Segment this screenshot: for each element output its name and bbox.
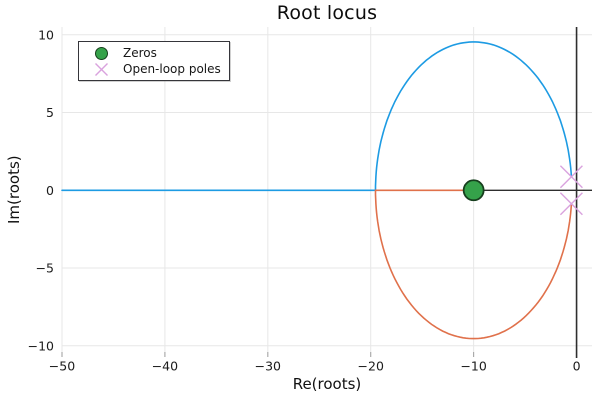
svg-text:−40: −40	[152, 359, 178, 374]
legend-item-zeros: Zeros	[79, 45, 221, 61]
svg-text:10: 10	[38, 27, 54, 42]
zero-markers	[462, 179, 485, 202]
x-tick-labels: −50 −40 −30 −20 −10 0	[49, 359, 581, 374]
svg-text:−20: −20	[358, 359, 384, 374]
svg-text:−10: −10	[28, 338, 54, 353]
locus-branch-upper-to-infinity	[61, 41, 573, 192]
svg-text:−10: −10	[460, 359, 486, 374]
x-axis-label: Re(roots)	[292, 375, 362, 393]
chart-title: Root locus	[276, 2, 378, 24]
locus-branches	[61, 41, 573, 340]
x-tick-marks	[61, 352, 578, 357]
locus-branch-lower-to-zero	[374, 189, 573, 340]
svg-text:−30: −30	[255, 359, 281, 374]
svg-text:0: 0	[573, 359, 581, 374]
legend-label-zeros: Zeros	[123, 46, 157, 60]
svg-text:5: 5	[46, 105, 54, 120]
legend-label-poles: Open-loop poles	[123, 62, 221, 76]
pole-marker-icon	[79, 62, 123, 77]
svg-text:0: 0	[46, 183, 54, 198]
svg-text:−50: −50	[49, 359, 75, 374]
y-axis-label: Im(roots)	[5, 155, 23, 224]
legend-item-poles: Open-loop poles	[79, 61, 221, 77]
y-tick-labels: −10 −5 0 5 10	[28, 27, 54, 353]
svg-text:−5: −5	[36, 261, 54, 276]
zero-marker-icon	[79, 46, 123, 60]
pole-markers	[559, 165, 583, 216]
legend: Zeros Open-loop poles	[78, 41, 230, 81]
